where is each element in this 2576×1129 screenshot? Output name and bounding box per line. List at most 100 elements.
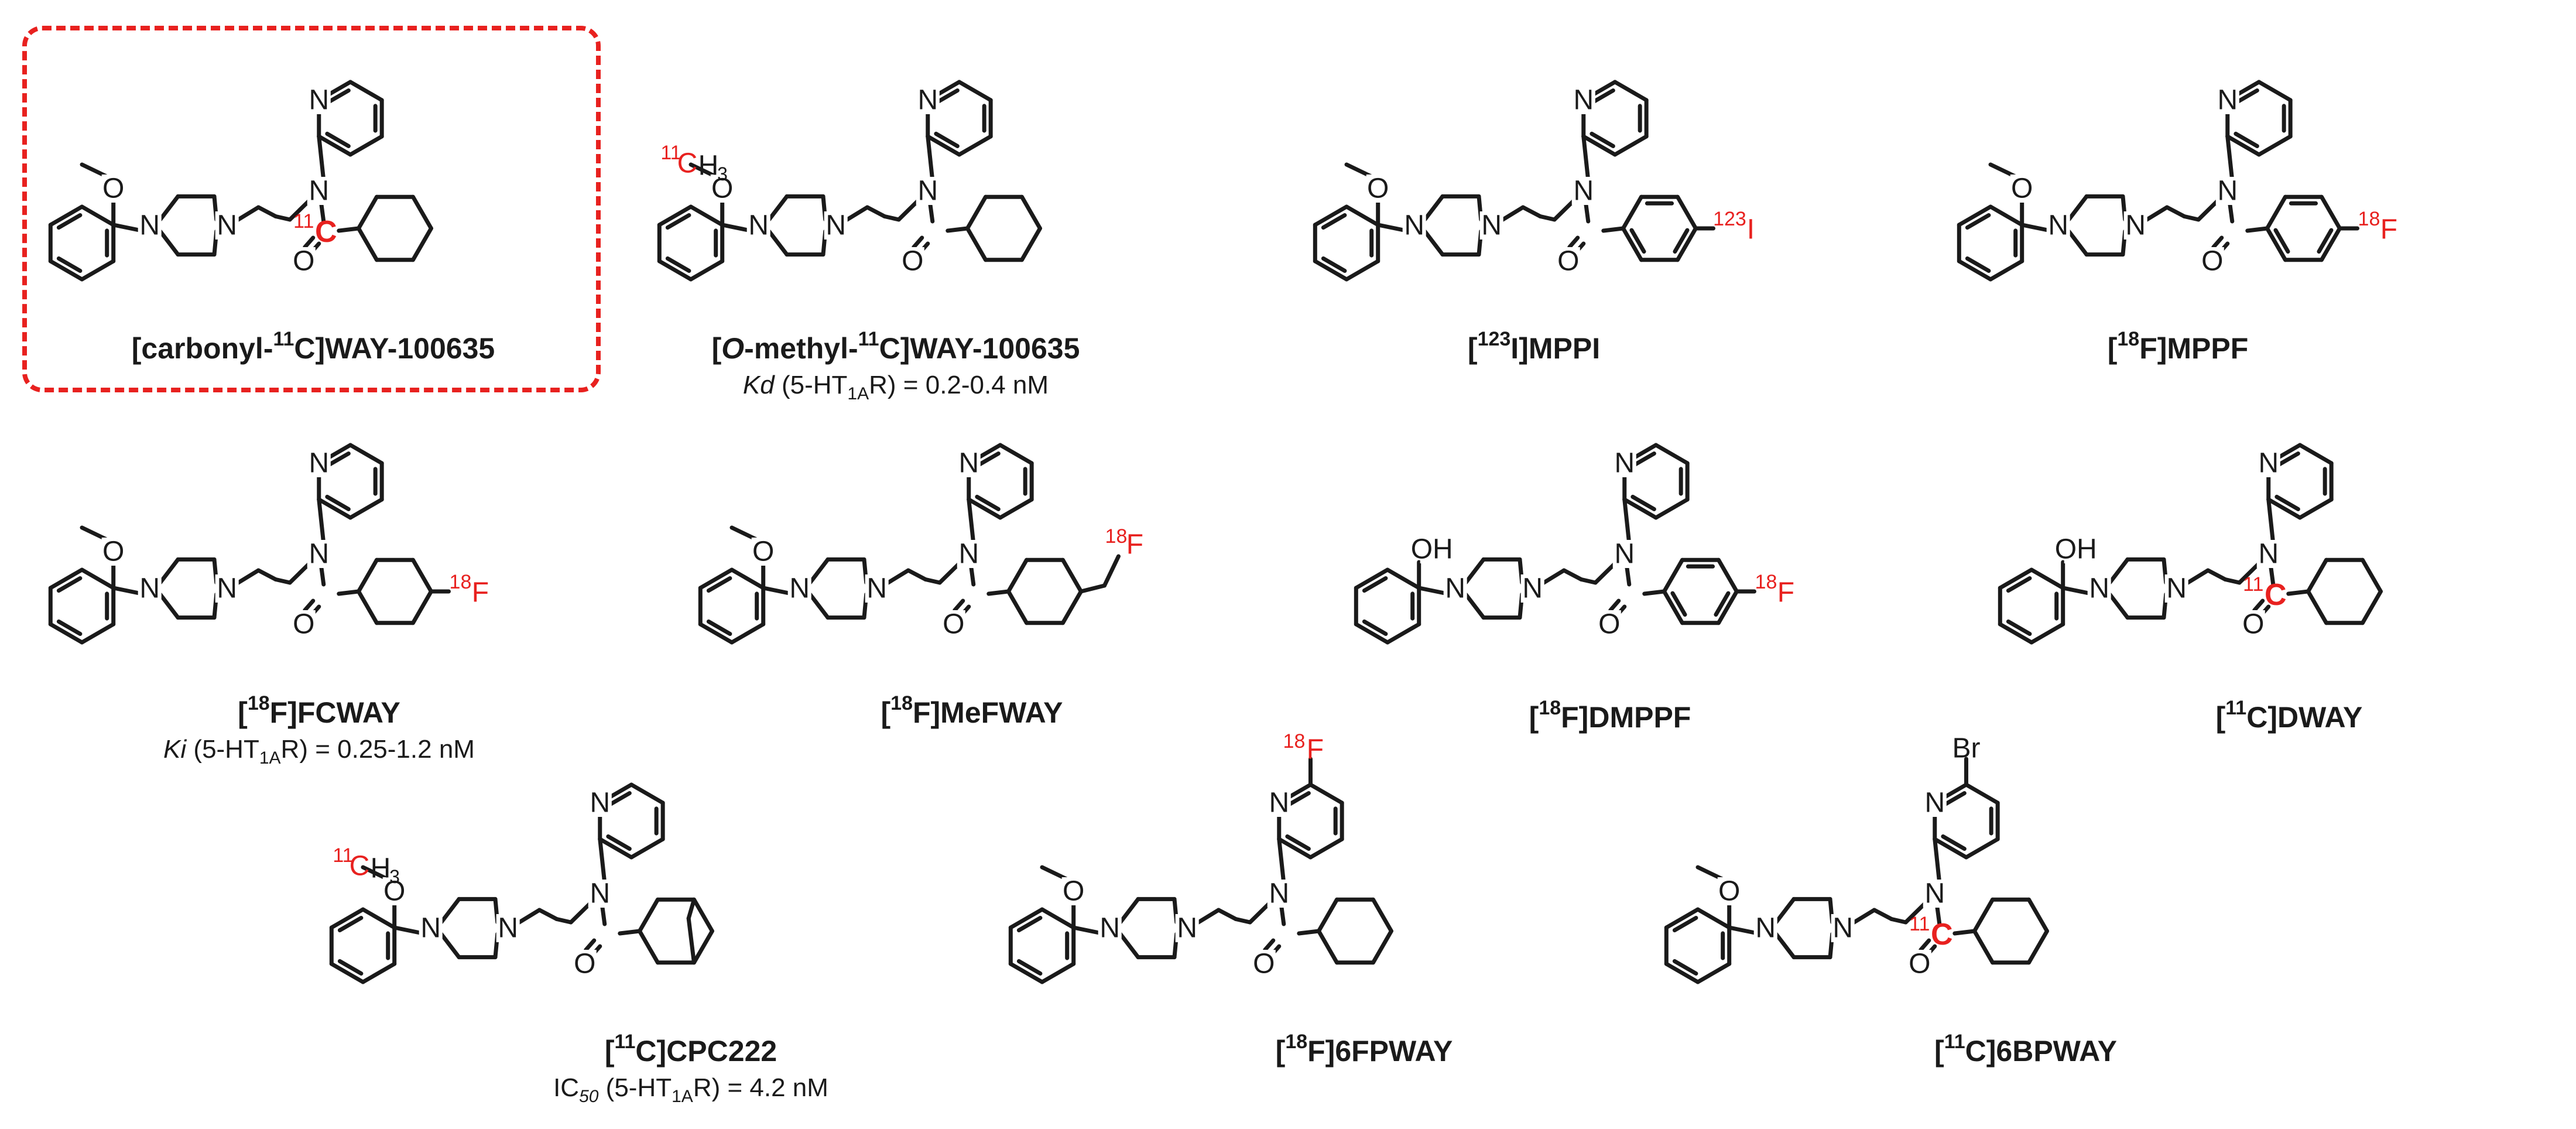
molecule [657, 80, 1042, 282]
linker-bond [554, 917, 573, 925]
carbonyl-double-bond [1919, 938, 1931, 952]
n-pyridyl-bond [1277, 837, 1286, 885]
cyclohexyl-bond [1316, 897, 1339, 933]
cyclohexyl-bond [2026, 897, 2049, 933]
aryl-bond [2319, 194, 2342, 231]
piperazine-bond [1464, 557, 1486, 585]
nitrogen-label: N [866, 573, 887, 604]
pyridine-bond [1964, 837, 2000, 860]
double-bond [337, 959, 364, 976]
carbonyl-oxygen-label: O [902, 246, 923, 277]
atom-label-background [2215, 86, 2239, 114]
benzene-bond [1957, 259, 1993, 282]
caption-18f-fcway: [18F]FCWAY Ki (5-HT1AR) = 0.25-1.2 nM [163, 693, 475, 767]
double-bond [1590, 88, 1615, 105]
benzene-bond [80, 204, 116, 227]
linker-bond [865, 205, 887, 218]
nitrogen-label: N [217, 573, 237, 604]
double-bond [1673, 228, 1690, 254]
pyridine-nitrogen-label: N [309, 448, 329, 479]
pyridine-bond [317, 497, 352, 520]
isotope-11-label: 11 [293, 210, 314, 232]
pyridine-bond [957, 134, 993, 157]
aryl-n-bond [392, 925, 423, 935]
double-bond [1016, 915, 1043, 933]
atom-label-background [1252, 950, 1276, 978]
n-pyridyl-bond [1581, 134, 1591, 183]
piperazine-bond [439, 932, 461, 960]
carbon-11-label: C [677, 148, 698, 179]
linker-bond [1216, 908, 1238, 921]
compound-name: [18F]MPPF [2107, 328, 2249, 365]
cyclohexyl-bond [410, 226, 433, 262]
caption-123i-mppi: [123I]MPPI [1468, 329, 1600, 363]
benzene-bond [1957, 204, 1993, 227]
molecule [48, 80, 433, 282]
carbonyl-oxygen-label: O [2242, 609, 2264, 640]
n-pyridyl-bond [926, 134, 935, 183]
double-bond [1362, 576, 1388, 593]
linker-bond [1561, 568, 1584, 581]
piperazine-bond [808, 557, 830, 585]
fluorine-18-label: F [1777, 577, 1794, 608]
atom-label-background [138, 574, 162, 603]
atom-label-background [746, 211, 770, 240]
aryl-bond [1716, 557, 1739, 594]
pyridine-bond [998, 497, 1034, 520]
nitrogen-label: N [1481, 210, 1502, 241]
atom-label-background [1923, 880, 1947, 908]
oxygen-label: O [102, 536, 124, 567]
cyclohexyl-bond [2026, 929, 2049, 965]
methyl-3-label: 3 [717, 163, 728, 184]
bromine-label: Br [1952, 733, 1980, 764]
tail-attach-bond [986, 589, 1010, 596]
double-bond [665, 256, 691, 273]
molecule [1664, 757, 2049, 984]
highlight-box [22, 26, 601, 392]
amide-nitrogen-label: N [1924, 878, 1945, 909]
benzene-bond [80, 622, 116, 645]
pyridine-bond [1964, 782, 2000, 805]
atom-label-background [215, 211, 239, 240]
n-pyridyl-bond [317, 134, 326, 183]
amide-nitrogen-label: N [958, 539, 979, 570]
double-bond [325, 494, 351, 512]
atom-label-background [1520, 574, 1544, 603]
double-bond [2274, 494, 2300, 512]
double-bond [665, 213, 691, 230]
nitrogen-label: N [825, 210, 846, 241]
double-bond [2273, 228, 2290, 254]
piperazine-bond [158, 229, 180, 257]
isotope-18-label: 18 [450, 571, 472, 593]
aryl-n-bond [111, 223, 142, 232]
atom-label-background [1907, 950, 1931, 978]
amide-nitrogen-label: N [2258, 539, 2279, 570]
caption-18f-mefway: [18F]MeFWAY [881, 693, 1063, 727]
nitrogen-label: N [2166, 573, 2187, 604]
nitrogen-label: N [1445, 573, 1465, 604]
pyridine-bond [348, 80, 384, 102]
amide-bond [1935, 904, 1942, 926]
aryl-n-bond [1376, 223, 1406, 232]
amide-nitrogen-label: N [309, 539, 329, 570]
nitrogen-label: N [420, 913, 441, 944]
nitrogen-label: N [2048, 210, 2068, 241]
piperazine-bond [1774, 932, 1796, 960]
pyridine-bond [1612, 134, 1649, 157]
amide-nitrogen-label: N [1614, 539, 1635, 570]
cyclohexyl-bond [691, 897, 714, 933]
cyclohexyl-bond [356, 589, 379, 625]
atom-label-background [1366, 175, 1390, 203]
pyridine-nitrogen-label: N [1614, 448, 1635, 479]
benzene-bond [657, 259, 693, 282]
benzene-bond [1040, 907, 1076, 930]
cyclohexyl-bond [1006, 557, 1029, 594]
isotope-123-label: 123 [1713, 208, 1746, 230]
benzene-bond [1385, 622, 1421, 645]
n-pyridyl-bond [598, 837, 607, 885]
pyridine-nitrogen-label: N [917, 85, 938, 116]
nitrogen-label: N [1832, 913, 1853, 944]
benzene-bond [1354, 567, 1390, 590]
molecule [1354, 443, 1756, 645]
linker-bond [234, 205, 261, 223]
